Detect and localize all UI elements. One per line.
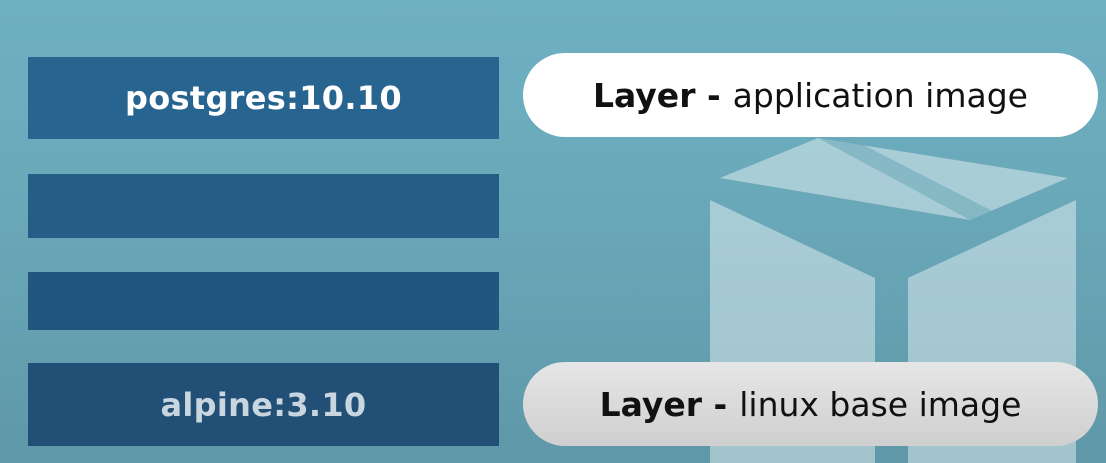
layer-intermediate-1 — [28, 174, 499, 238]
callout-application-image: Layer - application image — [523, 53, 1098, 137]
callout-application-prefix: Layer - — [593, 75, 721, 115]
callout-application-text: application image — [732, 75, 1028, 115]
layer-postgres: postgres:10.10 — [28, 57, 499, 139]
layer-alpine-label: alpine:3.10 — [160, 385, 367, 424]
layer-alpine: alpine:3.10 — [28, 363, 499, 446]
callout-base-prefix: Layer - — [599, 384, 728, 424]
callout-base-text: linux base image — [739, 384, 1022, 424]
callout-base-image: Layer - linux base image — [523, 362, 1098, 446]
layer-postgres-label: postgres:10.10 — [125, 79, 402, 117]
layer-intermediate-2 — [28, 272, 499, 330]
